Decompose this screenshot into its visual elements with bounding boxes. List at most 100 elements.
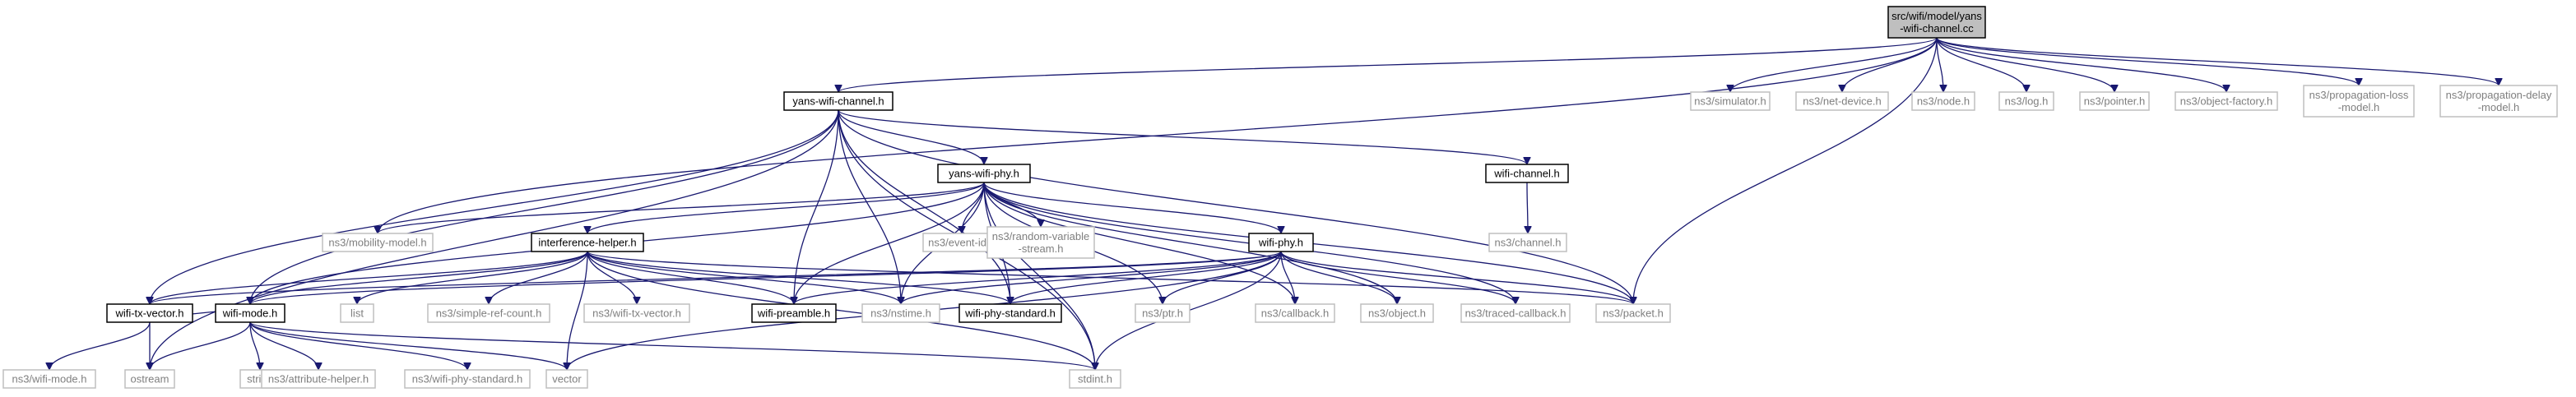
node-wifi_preamble_h[interactable]: wifi-preamble.h — [751, 303, 837, 323]
node-label-ns3_net_device_h-0: ns3/net-device.h — [1803, 95, 1881, 108]
edge-yans_wifi_channel_h-to-ns3_packet_h — [838, 109, 1633, 304]
node-label-wifi_mode_h-0: wifi-mode.h — [222, 307, 277, 320]
node-yans_wifi_channel_h[interactable]: yans-wifi-channel.h — [783, 91, 893, 111]
edge-interference_helper_h-to-ns3_wifi_tx_vector_h — [587, 251, 637, 305]
edge-yans_wifi_phy_h-to-ns3_event_id_h — [962, 182, 985, 233]
edge-root-to-yans_wifi_channel_h — [838, 37, 1938, 93]
node-wifi_mode_h[interactable]: wifi-mode.h — [215, 303, 285, 323]
header-nodes: src/wifi/model/yans-wifi-channel.cc yans-… — [2, 6, 2558, 389]
node-label-ns3_wifi_tx_vector_h-0: ns3/wifi-tx-vector.h — [592, 307, 681, 320]
node-box-ns3_ptr_h — [1135, 303, 1191, 323]
node-label-wifi_preamble_h-0: wifi-preamble.h — [757, 307, 830, 320]
node-label-ns3_callback_h-0: ns3/callback.h — [1261, 307, 1329, 320]
node-box-wifi_mode_h — [215, 303, 285, 323]
node-ns3_callback_h: ns3/callback.h — [1255, 303, 1335, 323]
edge-interference_helper_h-to-wifi_phy_standard_h — [587, 251, 1010, 305]
edge-wifi_phy_h-to-ns3_nstime_h — [901, 251, 1282, 305]
edge-yans_wifi_phy_h-to-ns3_object_h — [983, 182, 1397, 304]
node-box-stdint_h — [1069, 369, 1121, 389]
node-ns3_ptr_h: ns3/ptr.h — [1135, 303, 1191, 323]
edge-root-to-ns3_propagation_loss_h — [1936, 37, 2359, 86]
node-box-ns3_traced_callback_h — [1460, 303, 1571, 323]
node-label-yans_wifi_channel_h-0: yans-wifi-channel.h — [792, 95, 884, 108]
node-ns3_attribute_helper_h: ns3/attribute-helper.h — [261, 369, 376, 389]
edge-wifi_phy_h-to-wifi_mode_h — [250, 251, 1282, 305]
node-label-yans_wifi_phy_h-0: yans-wifi-phy.h — [949, 168, 1019, 180]
node-root[interactable]: src/wifi/model/yans-wifi-channel.cc — [1887, 6, 1986, 39]
node-box-root — [1887, 6, 1986, 39]
dependency-edges — [49, 37, 2499, 371]
node-label-ns3_mobility_model_h-0: ns3/mobility-model.h — [328, 237, 426, 249]
node-wifi_phy_h[interactable]: wifi-phy.h — [1248, 233, 1314, 252]
node-ns3_wifi_tx_vector_h: ns3/wifi-tx-vector.h — [583, 303, 690, 323]
node-ns3_simulator_h: ns3/simulator.h — [1690, 91, 1771, 111]
node-wifi_phy_standard_h[interactable]: wifi-phy-standard.h — [958, 303, 1062, 323]
node-box-ns3_object_factory_h — [2175, 91, 2278, 111]
node-ns3_mobility_model_h: ns3/mobility-model.h — [322, 233, 434, 252]
edge-yans_wifi_phy_h-to-ns3_callback_h — [983, 182, 1295, 304]
edge-root-to-ns3_propagation_delay_h — [1936, 37, 2499, 86]
node-label-ns3_ptr_h-0: ns3/ptr.h — [1142, 307, 1183, 320]
node-label-ns3_packet_h-0: ns3/packet.h — [1603, 307, 1664, 320]
node-box-ns3_net_device_h — [1795, 91, 1889, 111]
node-box-ns3_propagation_loss_h — [2303, 85, 2415, 118]
node-box-ns3_random_variable_h — [986, 226, 1095, 259]
edge-wifi_mode_h-to-ostream — [150, 321, 251, 371]
edge-yans_wifi_phy_h-to-ns3_mobility_model_h — [378, 182, 985, 234]
node-box-ns3_wifi_mode_h — [2, 369, 96, 389]
node-ns3_log_h: ns3/log.h — [1998, 91, 2054, 111]
node-ns3_wifi_phy_standard_h: ns3/wifi-phy-standard.h — [404, 369, 531, 389]
edge-interference_helper_h-to-ns3_simple_ref_count_h — [489, 251, 588, 305]
edge-yans_wifi_channel_h-to-ostream — [150, 109, 839, 370]
node-label-ns3_node_h-0: ns3/node.h — [1917, 95, 1970, 108]
node-label-ns3_simulator_h-0: ns3/simulator.h — [1694, 95, 1766, 108]
node-interference_helper_h[interactable]: interference-helper.h — [531, 233, 644, 252]
node-ns3_net_device_h: ns3/net-device.h — [1795, 91, 1889, 111]
node-ns3_propagation_delay_h: ns3/propagation-delay-model.h — [2439, 85, 2558, 118]
edge-wifi_phy_h-to-ns3_callback_h — [1280, 251, 1295, 304]
node-ns3_pointer_h: ns3/pointer.h — [2079, 91, 2150, 111]
node-list: list — [340, 303, 374, 323]
node-box-ns3_attribute_helper_h — [261, 369, 376, 389]
node-box-ns3_mobility_model_h — [322, 233, 434, 252]
node-box-ns3_log_h — [1998, 91, 2054, 111]
node-label-ns3_wifi_mode_h-0: ns3/wifi-mode.h — [12, 373, 86, 385]
edge-yans_wifi_channel_h-to-wifi_tx_vector_h — [150, 109, 839, 304]
node-label-vector-0: vector — [552, 373, 582, 385]
node-label-wifi_tx_vector_h-0: wifi-tx-vector.h — [114, 307, 183, 320]
node-label-ns3_event_id_h-0: ns3/event-id.h — [928, 237, 996, 249]
node-box-ns3_packet_h — [1595, 303, 1671, 323]
node-box-ns3_channel_h — [1488, 233, 1567, 252]
node-stdint_h: stdint.h — [1069, 369, 1121, 389]
node-wifi_channel_h[interactable]: wifi-channel.h — [1485, 164, 1569, 183]
node-label-ns3_random_variable_h-1: -stream.h — [1019, 242, 1064, 255]
node-box-ns3_wifi_tx_vector_h — [583, 303, 690, 323]
node-box-ns3_simple_ref_count_h — [427, 303, 550, 323]
edge-root-to-ns3_object_factory_h — [1936, 37, 2226, 93]
edge-yans_wifi_channel_h-to-yans_wifi_phy_h — [838, 109, 984, 165]
edge-wifi_mode_h-to-ns3_wifi_phy_standard_h — [249, 321, 467, 371]
edge-interference_helper_h-to-ns3_nstime_h — [587, 251, 901, 305]
edge-interference_helper_h-to-vector — [567, 251, 588, 370]
node-ns3_traced_callback_h: ns3/traced-callback.h — [1460, 303, 1571, 323]
node-box-ns3_object_h — [1360, 303, 1434, 323]
node-box-ns3_simulator_h — [1690, 91, 1771, 111]
node-box-interference_helper_h — [531, 233, 644, 252]
node-box-yans_wifi_phy_h — [937, 164, 1031, 183]
edge-wifi_phy_h-to-wifi_phy_standard_h — [1010, 251, 1282, 305]
node-label-ns3_propagation_delay_h-0: ns3/propagation-delay — [2446, 89, 2552, 101]
node-label-wifi_phy_standard_h-0: wifi-phy-standard.h — [964, 307, 1056, 320]
node-label-list-0: list — [350, 307, 364, 320]
node-yans_wifi_phy_h[interactable]: yans-wifi-phy.h — [937, 164, 1031, 183]
node-ns3_channel_h: ns3/channel.h — [1488, 233, 1567, 252]
node-label-ns3_random_variable_h-0: ns3/random-variable — [992, 230, 1090, 242]
node-label-ns3_propagation_loss_h-0: ns3/propagation-loss — [2309, 89, 2409, 101]
node-label-ns3_channel_h-0: ns3/channel.h — [1495, 237, 1562, 249]
node-wifi_tx_vector_h[interactable]: wifi-tx-vector.h — [106, 303, 193, 323]
node-ns3_random_variable_h: ns3/random-variable-stream.h — [986, 226, 1095, 259]
edge-wifi_mode_h-to-vector — [249, 321, 567, 371]
node-label-ns3_wifi_phy_standard_h-0: ns3/wifi-phy-standard.h — [412, 373, 522, 385]
node-box-wifi_phy_standard_h — [958, 303, 1062, 323]
node-label-ns3_simple_ref_count_h-0: ns3/simple-ref-count.h — [436, 307, 542, 320]
node-box-wifi_tx_vector_h — [106, 303, 193, 323]
